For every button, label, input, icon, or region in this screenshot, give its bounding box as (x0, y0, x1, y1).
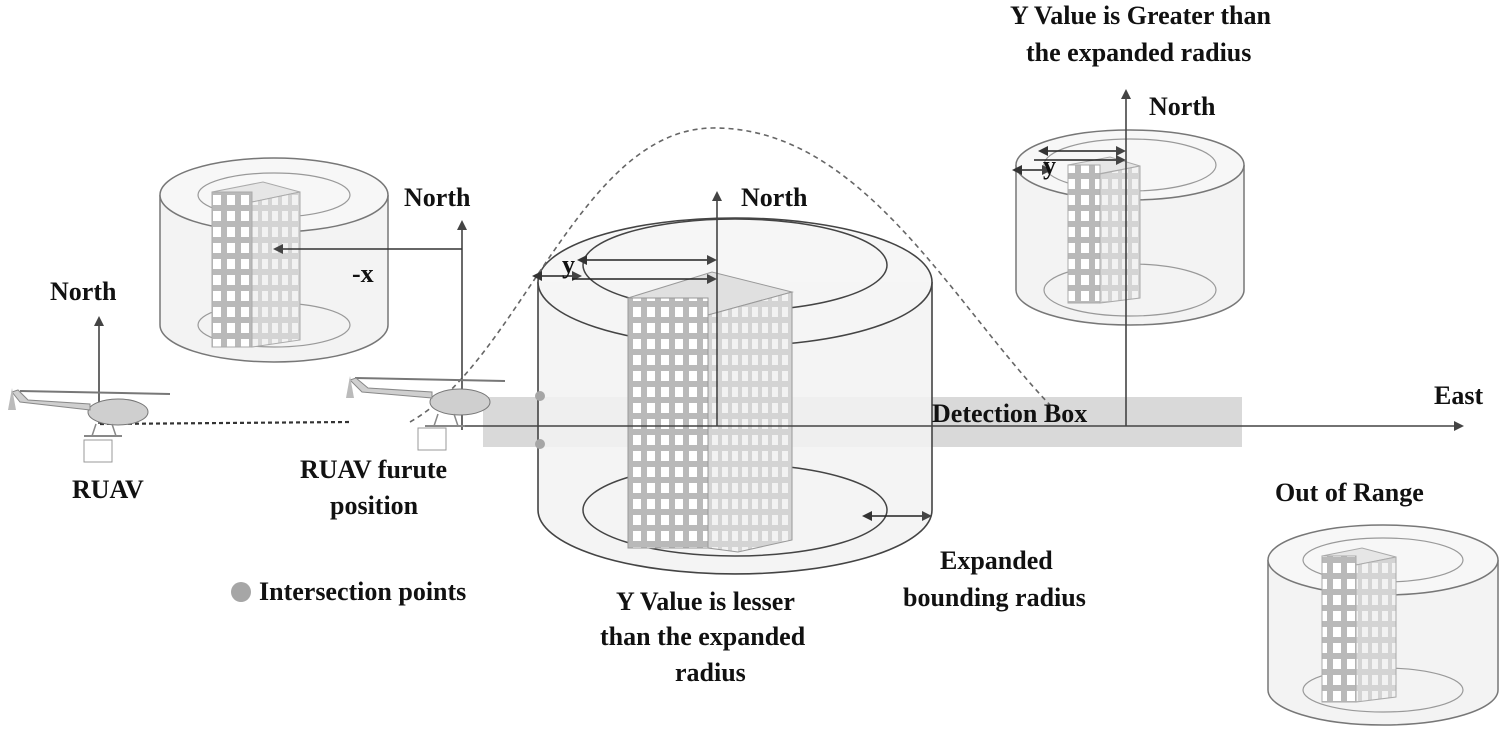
legend-intersection-dot (231, 582, 251, 602)
y-lesser-label-3: radius (675, 658, 746, 687)
cylinder-top-right (1015, 129, 1245, 326)
y-lesser-label-2: than the expanded (600, 622, 806, 651)
flight-trajectory (409, 127, 1051, 423)
helicopter-icon (8, 388, 171, 463)
east-label: East (1434, 381, 1483, 410)
north-label-future: North (404, 183, 471, 212)
y-lesser-label-1: Y Value is lesser (616, 587, 795, 616)
legend-intersection-label: Intersection points (259, 577, 466, 606)
intersection-point (535, 439, 545, 449)
y-label-center: y (562, 250, 575, 279)
building-icon (626, 271, 794, 553)
north-label-ruav: North (50, 277, 117, 306)
y-label-right: y (1043, 151, 1056, 180)
y-greater-label-2: the expanded radius (1026, 38, 1251, 67)
intersection-point (535, 391, 545, 401)
building-icon (211, 181, 301, 348)
building-icon (1067, 156, 1141, 304)
cylinder-center (537, 217, 933, 575)
detection-box-label: Detection Box (932, 399, 1087, 428)
neg-x-label: -x (352, 259, 374, 288)
expanded-label-2: bounding radius (903, 583, 1086, 612)
ruav-future-label-1: RUAV furute (300, 455, 447, 484)
helicopter-icon (346, 376, 506, 451)
y-greater-label-1: Y Value is Greater than (1010, 1, 1272, 30)
ruav-label: RUAV (72, 475, 144, 504)
north-label-center: North (741, 183, 808, 212)
building-icon (1321, 547, 1397, 703)
cylinder-top-left (159, 157, 389, 363)
expanded-label-1: Expanded (940, 546, 1053, 575)
ruav-future-label-2: position (330, 491, 419, 520)
cylinder-bottom-right (1267, 524, 1499, 726)
out-of-range-label: Out of Range (1275, 478, 1424, 507)
north-label-right: North (1149, 92, 1216, 121)
